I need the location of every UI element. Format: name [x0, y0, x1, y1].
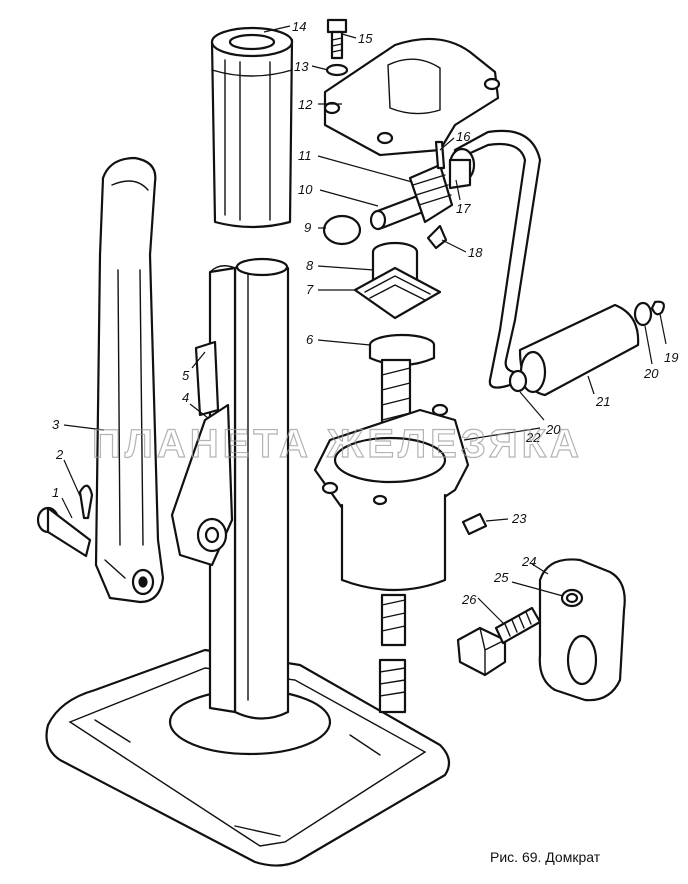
- callout-23: 23: [511, 511, 527, 526]
- bolt-15: [325, 18, 349, 77]
- lock-plate: [538, 558, 626, 702]
- watermark-text: ПЛАНЕТА ЖЕЛЕЗЯКА: [92, 422, 583, 466]
- figure-caption: Рис. 69. Домкрат: [490, 849, 601, 865]
- callout-10: 10: [298, 182, 313, 197]
- gear-housing-body: [313, 403, 470, 592]
- callout-15: 15: [358, 31, 373, 46]
- grub-screw: [461, 512, 488, 536]
- cap-9: [322, 214, 448, 250]
- leader-lines: [61, 25, 667, 625]
- callout-18: 18: [468, 245, 483, 260]
- callout-17: 17: [456, 201, 471, 216]
- callout-1: 1: [52, 485, 59, 500]
- callout-numbers: 14 15 13 12 16 11 10 17 9 18 8 7 6 5 4 3…: [52, 19, 678, 607]
- callout-22: 22: [525, 430, 541, 445]
- callout-20-top: 20: [643, 366, 659, 381]
- callout-21: 21: [595, 394, 610, 409]
- gear-housing-cover: [323, 37, 501, 157]
- nut-gear-bearing: [353, 241, 442, 367]
- callout-20-bottom: 20: [545, 422, 561, 437]
- callout-24: 24: [521, 554, 536, 569]
- callout-8: 8: [306, 258, 314, 273]
- callout-9: 9: [304, 220, 311, 235]
- callout-13: 13: [294, 59, 309, 74]
- callout-16: 16: [456, 129, 471, 144]
- callout-4: 4: [182, 390, 189, 405]
- grip: [508, 300, 665, 397]
- callout-7: 7: [306, 282, 314, 297]
- callout-11: 11: [298, 148, 312, 163]
- callout-6: 6: [306, 332, 314, 347]
- sleeve: [210, 26, 294, 229]
- callout-25: 25: [493, 570, 509, 585]
- pin-and-cotter: [36, 484, 94, 558]
- callout-14: 14: [292, 19, 306, 34]
- lever-handle: [94, 156, 165, 604]
- bolt-26: [456, 606, 542, 677]
- callout-2: 2: [55, 447, 64, 462]
- callout-12: 12: [298, 97, 313, 112]
- pinion-shaft: [369, 140, 454, 231]
- callout-5: 5: [182, 368, 190, 383]
- callout-26: 26: [461, 592, 477, 607]
- callout-3: 3: [52, 417, 60, 432]
- pawl-bracket: [170, 340, 234, 567]
- callout-19: 19: [664, 350, 678, 365]
